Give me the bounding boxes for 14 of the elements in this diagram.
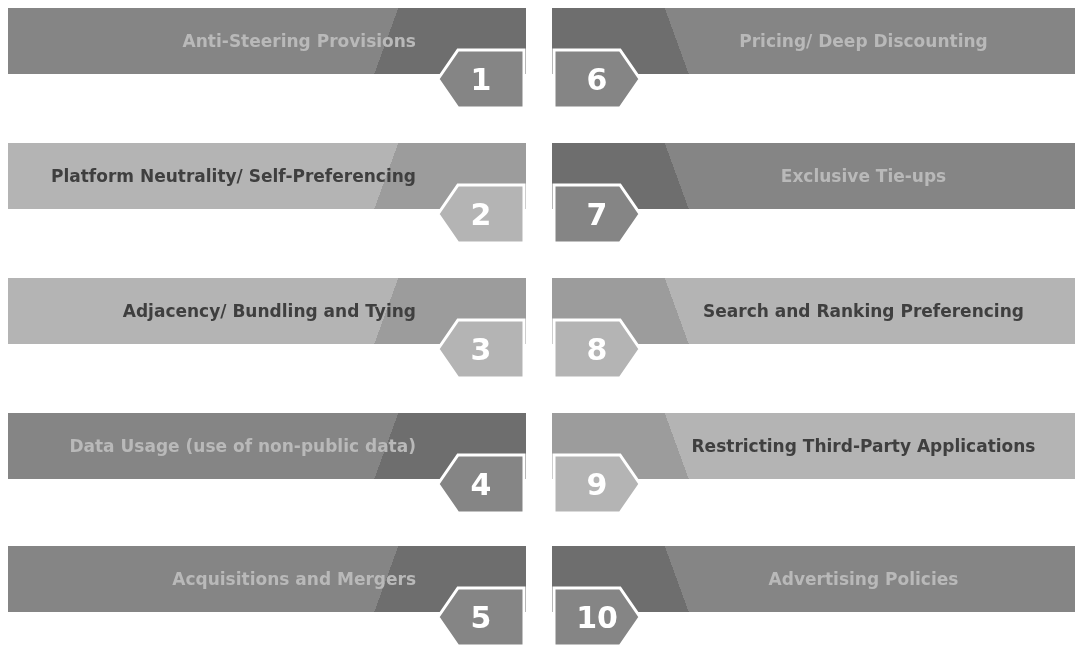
banner-text: Platform Neutrality/ Self-Preferencing xyxy=(50,165,416,187)
number-tag: 2 xyxy=(436,183,526,245)
number-tag: 10 xyxy=(552,586,642,648)
number-tag: 5 xyxy=(436,586,526,648)
number-tag: 9 xyxy=(552,453,642,515)
number-tag: 7 xyxy=(552,183,642,245)
banner-text: Adjacency/ Bundling and Tying xyxy=(122,300,416,322)
number-tag: 1 xyxy=(436,48,526,110)
banner-text: Restricting Third-Party Applications xyxy=(691,435,1036,457)
number-tag: 3 xyxy=(436,318,526,380)
number-tag: 4 xyxy=(436,453,526,515)
banner-text: Search and Ranking Preferencing xyxy=(703,300,1024,322)
number-tag: 8 xyxy=(552,318,642,380)
number-tag: 6 xyxy=(552,48,642,110)
